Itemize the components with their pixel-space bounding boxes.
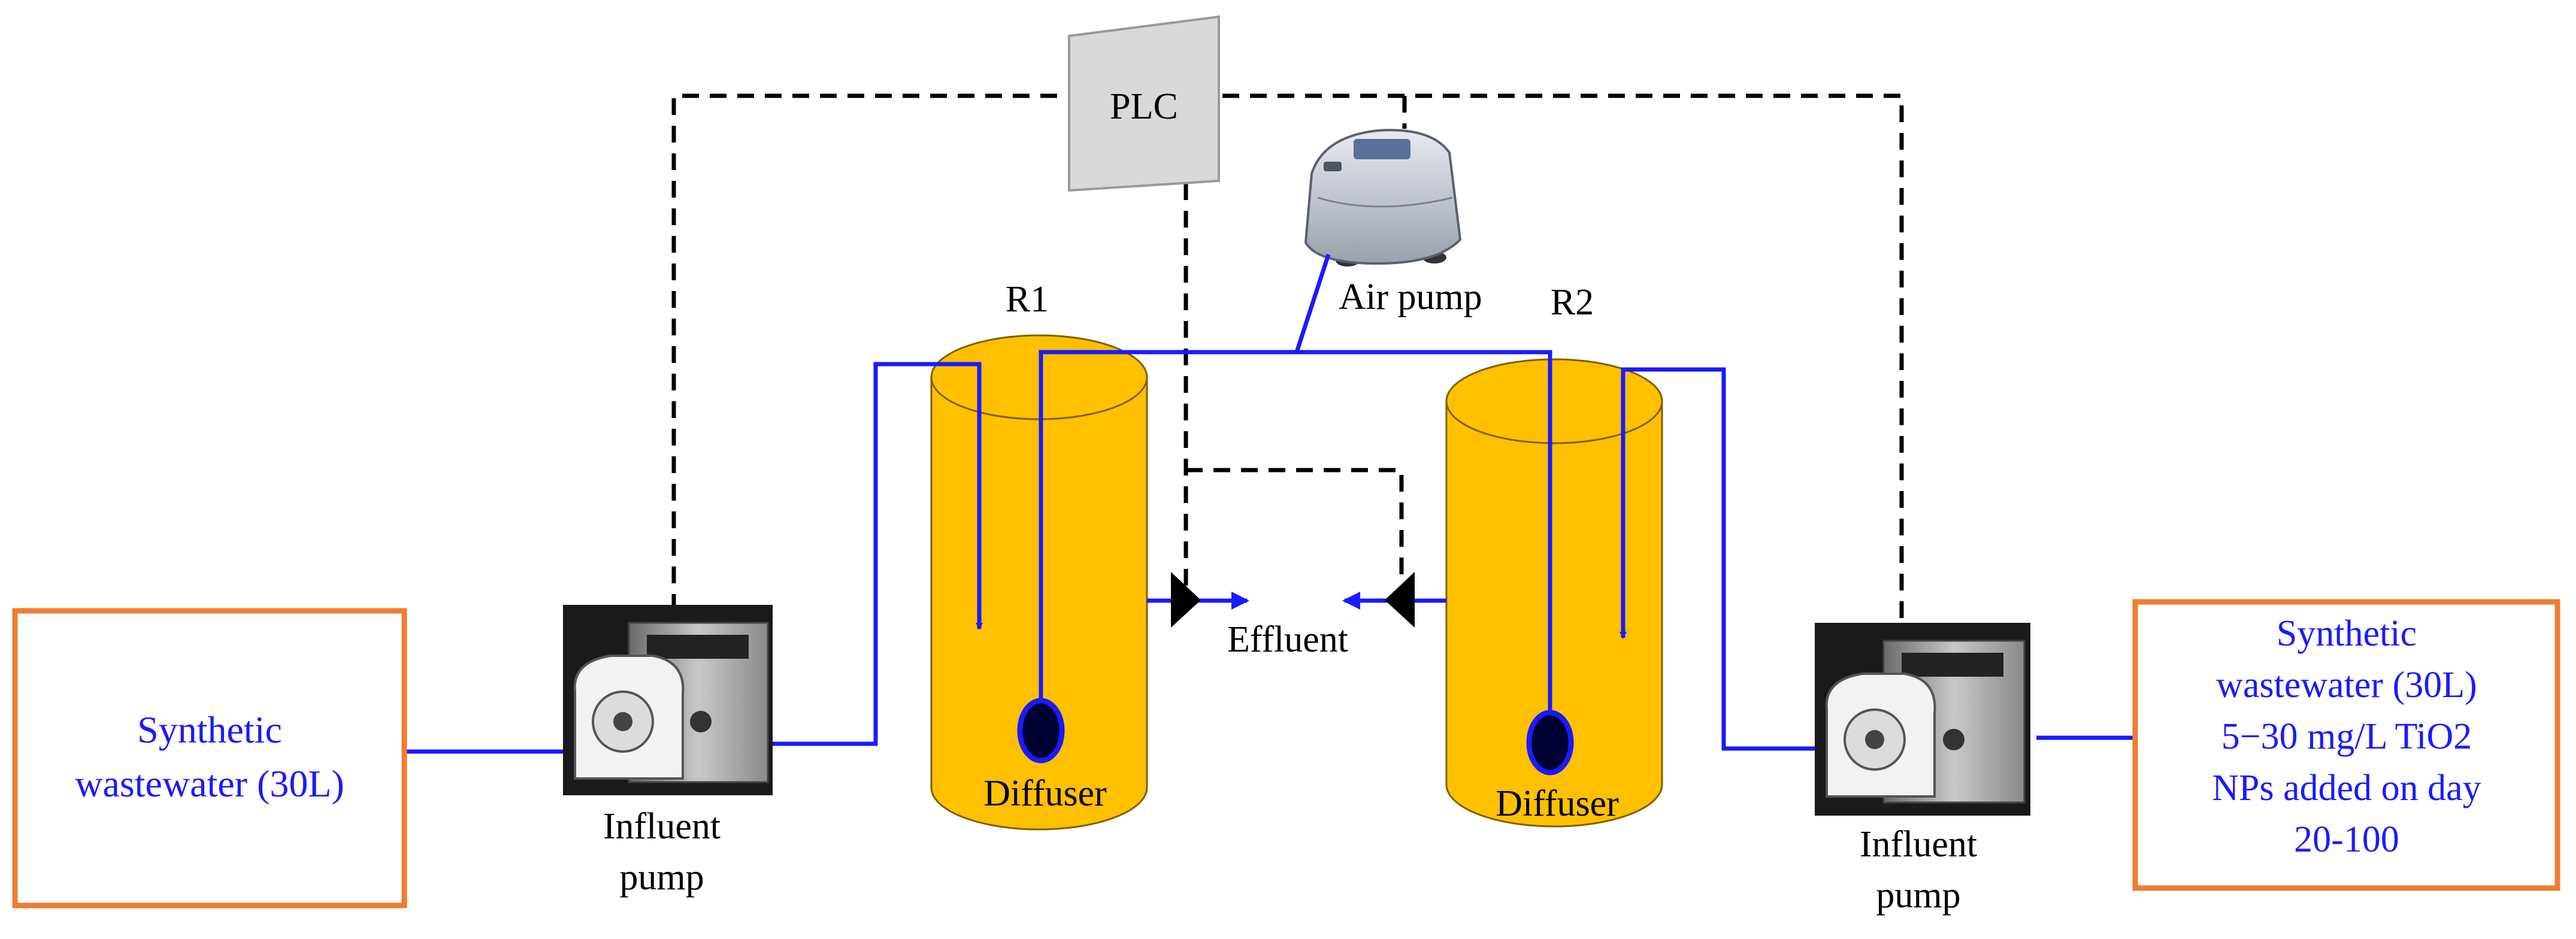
right-pump-label-line1: Influent	[1860, 824, 1977, 865]
right-pump-to-r2-line	[1620, 367, 1821, 751]
right-tank-line2: wastewater (30L)	[2216, 665, 2477, 705]
effluent-valve-right	[1385, 572, 1415, 628]
control-lines	[671, 93, 1904, 629]
diffuser-r2	[1526, 710, 1574, 776]
left-tank-line2: wastewater (30L)	[75, 762, 344, 805]
reactor-r1-label: R1	[1006, 279, 1049, 320]
plc-label: PLC	[1110, 86, 1178, 127]
left-tank-line1: Synthetic	[137, 708, 282, 751]
effluent-valve-left	[1171, 572, 1201, 628]
right-tank-line3: 5−30 mg/L TiO2	[2221, 716, 2472, 757]
right-tank-line1: Synthetic	[2277, 613, 2417, 654]
air-header-line	[1039, 350, 1552, 722]
air-supply-line	[1294, 253, 1331, 353]
reactor-r2-label: R2	[1551, 282, 1594, 323]
left-pump-label-line1: Influent	[603, 806, 721, 847]
diffuser-r1	[1017, 698, 1065, 764]
air-pump-icon	[1304, 129, 1462, 266]
right-pump-label-line2: pump	[1876, 875, 1960, 916]
effluent-label: Effluent	[1227, 619, 1348, 660]
right-tank-line5: 20-100	[2294, 819, 2399, 860]
plc-to-left-pump-line	[671, 93, 1195, 614]
right-wastewater-tank: Synthetic wastewater (30L) 5−30 mg/L TiO…	[2132, 599, 2560, 891]
plc-to-right-pump-line	[1195, 93, 1904, 629]
left-wastewater-tank: Synthetic wastewater (30L)	[12, 608, 407, 908]
air-pump-label: Air pump	[1339, 277, 1482, 317]
left-pump-label-line2: pump	[619, 857, 704, 898]
diffuser-r2-label: Diffuser	[1496, 783, 1619, 824]
right-tank-line4: NPs added on day	[2212, 768, 2481, 808]
plc-to-right-valve-line	[1186, 468, 1404, 575]
left-pump-to-r1-line	[773, 362, 983, 746]
plc-box: PLC	[1068, 15, 1220, 192]
right-influent-pump-icon	[1815, 623, 2030, 816]
left-influent-pump-icon	[563, 605, 773, 795]
diffuser-r1-label: Diffuser	[983, 773, 1107, 814]
reactor-r2	[1445, 358, 1663, 828]
